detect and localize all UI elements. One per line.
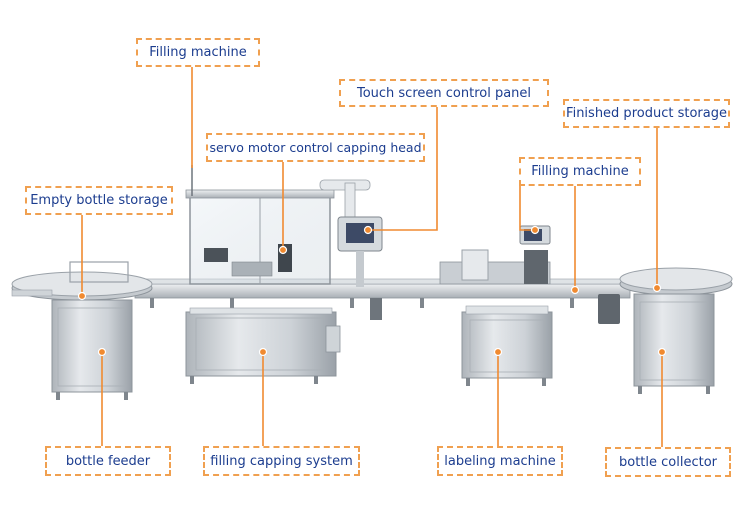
callout-touch-screen-control-panel: Touch screen control panel bbox=[339, 79, 549, 107]
touch-panel bbox=[337, 216, 383, 287]
callout-bottle-collector: bottle collector bbox=[605, 447, 731, 477]
callout-empty-bottle-storage: Empty bottle storage bbox=[25, 186, 173, 215]
leader-dots bbox=[77, 225, 667, 357]
callout-bottle-feeder: bottle feeder bbox=[45, 446, 171, 476]
callout-filling-capping-system: filling capping system bbox=[203, 446, 360, 476]
callout-labeling-machine: labeling machine bbox=[437, 446, 563, 476]
finished-product-turntable bbox=[619, 267, 733, 394]
filling-capping-unit bbox=[185, 165, 371, 384]
callout-finished-product-storage: Finished product storage bbox=[563, 99, 730, 128]
callout-servo-capping-head: servo motor control capping head bbox=[206, 133, 425, 162]
callout-filling-machine-2: Filling machine bbox=[519, 157, 641, 186]
conveyor bbox=[134, 278, 631, 324]
callout-filling-machine: Filling machine bbox=[136, 38, 260, 67]
leader-lines bbox=[81, 67, 663, 447]
labeling-unit bbox=[439, 225, 553, 386]
conveyor-motor bbox=[370, 298, 382, 320]
conveyor-motor bbox=[598, 294, 620, 324]
